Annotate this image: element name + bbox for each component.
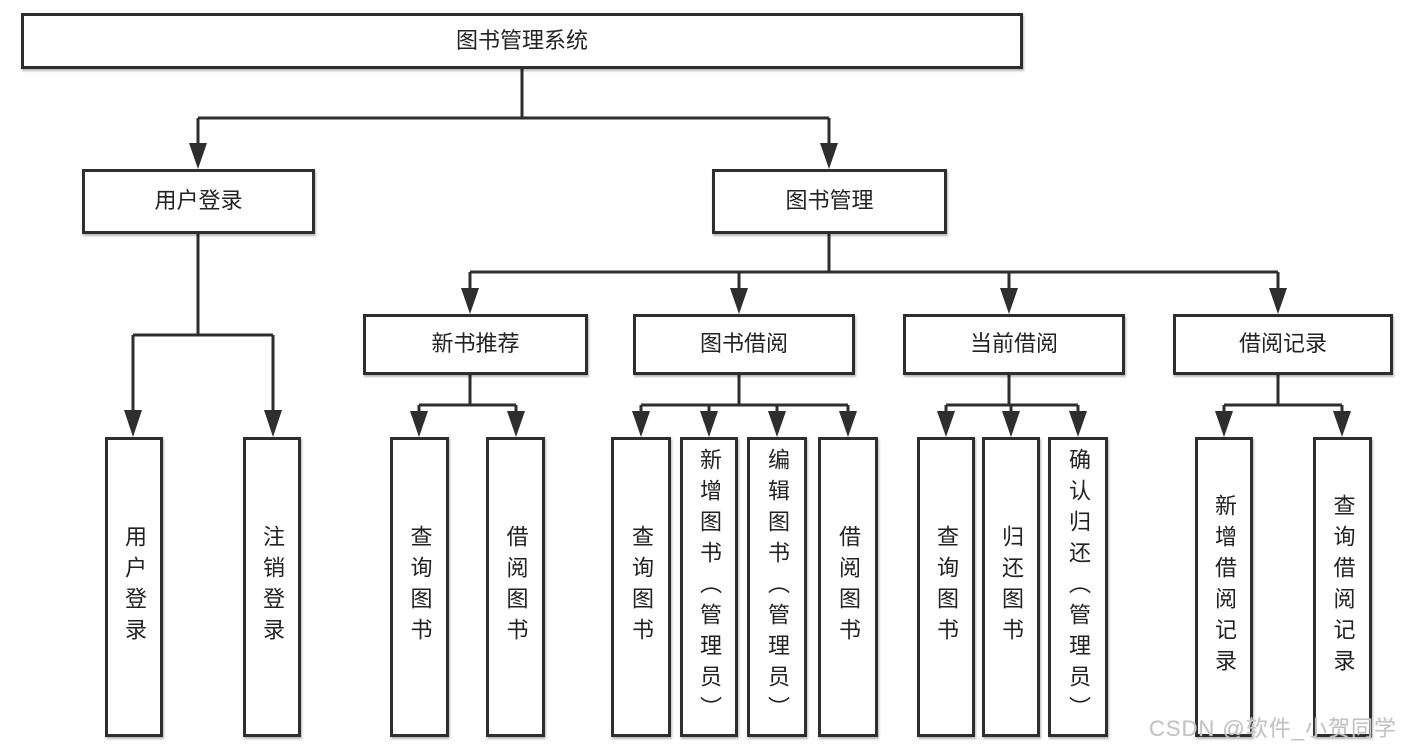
node-book-management-system: 图书管理系统 xyxy=(21,13,1023,69)
node-label: 归还图书 xyxy=(999,525,1024,649)
node-label: 借阅图书 xyxy=(836,525,861,649)
node-label: 查询图书 xyxy=(407,525,433,649)
node-confirm-return-admin: 确认归还（管理员） xyxy=(1048,437,1108,737)
node-label: 查询借阅记录 xyxy=(1330,494,1356,680)
arrowheads-level2 xyxy=(189,143,838,169)
node-query-borrowing-record: 查询借阅记录 xyxy=(1313,437,1372,737)
node-add-books-admin: 新增图书（管理员） xyxy=(680,437,738,737)
arrowheads-new-book-group xyxy=(410,411,525,437)
node-label: 借阅记录 xyxy=(1238,331,1327,357)
node-current-borrowing: 当前借阅 xyxy=(903,314,1125,375)
node-query-books-recommend: 查询图书 xyxy=(390,437,449,737)
arrowheads-borrowing-records-group xyxy=(1215,411,1351,437)
arrowheads-book-management-group xyxy=(461,288,1287,314)
node-label: 编辑图书（管理员） xyxy=(765,447,790,727)
node-label: 确认归还（管理员） xyxy=(1066,447,1091,727)
node-label: 图书借阅 xyxy=(699,331,788,357)
connector-user-login-group xyxy=(131,234,275,414)
csdn-watermark: CSDN @软件_小贺同学 xyxy=(1148,716,1397,741)
node-label: 查询图书 xyxy=(629,525,654,649)
connector-book-management-group xyxy=(468,234,1280,291)
node-borrowing-records: 借阅记录 xyxy=(1173,314,1393,375)
node-add-borrowing-record: 新增借阅记录 xyxy=(1195,437,1253,737)
node-return-books: 归还图书 xyxy=(982,437,1040,737)
node-label: 新增借阅记录 xyxy=(1212,494,1237,680)
node-label: 借阅图书 xyxy=(503,525,529,649)
connector-current-borrowing-group xyxy=(944,375,1080,414)
node-label: 用户登录 xyxy=(154,188,243,214)
node-new-book-recommendation: 新书推荐 xyxy=(363,314,588,375)
node-book-management: 图书管理 xyxy=(712,169,947,234)
node-user-login-leaf: 用户登录 xyxy=(105,437,163,737)
node-user-login: 用户登录 xyxy=(82,169,315,234)
arrowheads-current-borrowing-group xyxy=(937,411,1087,437)
node-query-books-current: 查询图书 xyxy=(917,437,975,737)
node-label: 图书管理系统 xyxy=(455,27,588,53)
node-label: 图书管理 xyxy=(785,188,874,214)
node-label: 当前借阅 xyxy=(969,331,1058,357)
connector-new-book-group xyxy=(417,375,518,414)
node-label: 查询图书 xyxy=(934,525,959,649)
node-query-books-borrowing: 查询图书 xyxy=(611,437,671,737)
node-edit-books-admin: 编辑图书（管理员） xyxy=(747,437,807,737)
arrowheads-user-login-group xyxy=(124,410,282,437)
node-borrow-books-recommend: 借阅图书 xyxy=(486,437,545,737)
node-label: 新书推荐 xyxy=(431,331,520,357)
node-label: 用户登录 xyxy=(122,525,147,649)
node-label: 注销登录 xyxy=(260,525,285,649)
arrowheads-book-borrowing-group xyxy=(632,411,857,437)
node-logout: 注销登录 xyxy=(243,437,301,737)
node-borrow-books-leaf: 借阅图书 xyxy=(818,437,878,737)
connector-borrowing-records-group xyxy=(1222,375,1344,414)
connector-book-borrowing-group xyxy=(639,375,850,414)
node-book-borrowing: 图书借阅 xyxy=(633,314,855,375)
connector-root-to-level2 xyxy=(196,69,831,146)
node-label: 新增图书（管理员） xyxy=(697,447,722,727)
